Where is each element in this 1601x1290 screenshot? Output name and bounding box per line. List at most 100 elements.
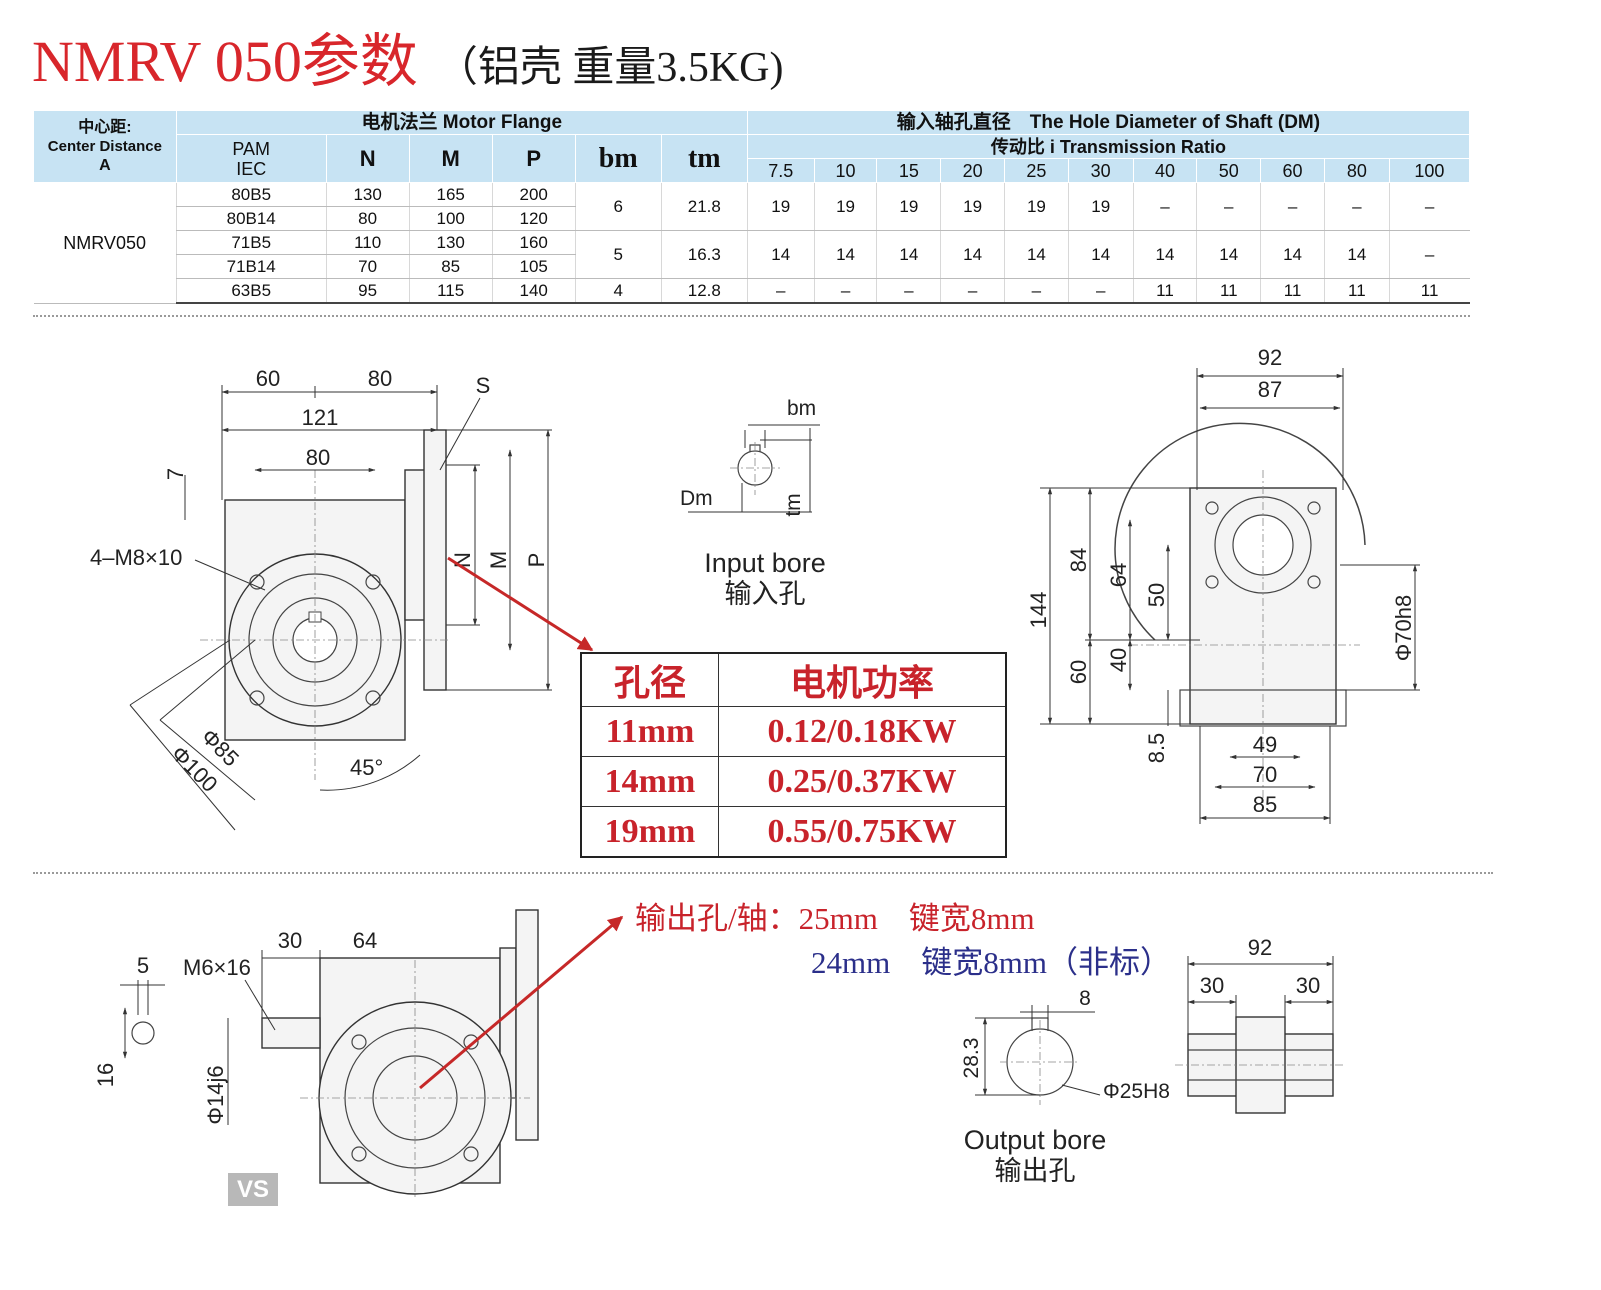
dim-line [129,639,231,706]
dm-cell: 19 [1067,182,1134,231]
input-bore-label: Input bore 输入孔 [680,548,850,610]
ratio-cell: 15 [876,158,942,183]
motor-arc [1114,422,1366,641]
bore-keyway [1031,1017,1049,1031]
col-p-header: P [491,134,576,183]
table-row: 19mm 0.55/0.75KW [580,806,1007,858]
ratio-cell: 20 [940,158,1006,183]
iec-cell: 71B14 [175,254,327,279]
dm-cell: – [876,278,941,304]
power-bore-cell: 14mm [580,756,719,807]
dm-cell: – [1004,278,1069,304]
dim-60: 60 [256,366,280,391]
dm-cell: 14 [1196,230,1261,279]
label-dm: Dm [680,487,713,510]
dm-cell: 19 [813,182,877,231]
table-row: 63B5 95 115 140 4 12.8 – – – – – – 11 11… [34,278,1470,304]
dim-16: 16 [93,1063,118,1087]
shaft-end-circle [131,1021,155,1045]
bolt-hole [1205,501,1219,515]
bolt-hole [1307,501,1321,515]
dim-80-inner: 80 [306,445,330,470]
iec-cell: 63B5 [175,278,327,304]
dim-49: 49 [1253,732,1277,757]
label-m6x16: M6×16 [183,955,251,980]
dm-cell: 14 [1067,230,1134,279]
dim-92: 92 [1248,935,1272,960]
output-bore-en: Output bore [963,1125,1107,1155]
output-sleeve-drawing: 92 30 30 [1175,935,1345,1114]
label-p: P [524,553,549,568]
dim-8-5: 8.5 [1144,733,1169,764]
tm-cell: 12.8 [660,278,748,304]
label-tm: tm [782,493,805,516]
iec-cell: 71B5 [175,230,327,255]
leader-bolts [194,559,266,591]
dm-cell: 14 [876,230,941,279]
iec-cell: 80B14 [175,206,327,231]
p-cell: 200 [491,182,576,207]
model-cell: NMRV050 [33,182,177,304]
label-phi25: Φ25H8 [1103,1080,1170,1103]
dim-line [159,639,256,721]
col-n-header: N [325,134,410,183]
dm-cell: – [1388,230,1470,279]
table-row: 71B5 110 130 160 5 16.3 14 14 14 14 14 1… [34,230,1470,279]
power-bore-cell: 11mm [580,706,719,757]
angle-arc [319,754,421,791]
m-cell: 115 [408,278,493,304]
label-bm: bm [787,397,816,420]
p-cell: 120 [491,206,576,231]
col-m-header: M [408,134,493,183]
shaft-hole-header: 输入轴孔直径 The Hole Diameter of Shaft (DM) [746,110,1471,135]
red-arrow-input [447,556,594,652]
label-m: M [486,551,511,569]
dim-70: 70 [1253,762,1277,787]
dm-cell: 11 [1132,278,1197,304]
title-subtitle: （铝壳 重量3.5KG) [435,45,784,91]
dm-cell: 11 [1260,278,1325,304]
table-row: 80B14 80 100 120 [34,206,1470,231]
table-row: 11mm 0.12/0.18KW [580,706,1007,757]
divider-top [33,315,1470,317]
dm-cell: 14 [1132,230,1197,279]
col-tm-header: tm [660,134,748,183]
bolt-hole [1205,575,1219,589]
bolt-hole [351,1034,367,1050]
dim-40: 40 [1106,648,1131,672]
dm-cell: 14 [940,230,1005,279]
m-cell: 85 [408,254,493,279]
ratio-cell: 80 [1323,158,1390,183]
divider-middle [33,872,1493,874]
n-cell: 95 [325,278,410,304]
bolt-hole [1307,575,1321,589]
dm-cell: – [1323,182,1390,231]
dim-85: 85 [1253,792,1277,817]
motor-flange-header: 电机法兰 Motor Flange [175,110,748,135]
dim-5: 5 [137,953,149,978]
dim-8: 8 [1079,987,1091,1010]
bm-cell: 4 [574,278,662,304]
dim-87: 87 [1258,377,1282,402]
dim-50: 50 [1144,583,1169,607]
dim-64: 64 [1106,563,1131,587]
dm-cell: 19 [876,182,941,231]
m-cell: 165 [408,182,493,207]
dm-cell: – [1132,182,1197,231]
ratio-cell: 40 [1132,158,1198,183]
output-bore-cn: 输出孔 [994,1156,1076,1186]
page-title: NMRV 050参数（铝壳 重量3.5KG) [32,14,784,98]
bm-cell: 6 [574,182,662,231]
center-distance-header: 中心距: Center Distance A [33,110,177,183]
leader-s [439,397,481,471]
ratio-cell: 7.5 [746,158,815,183]
dm-cell: 14 [813,230,877,279]
dim-line [129,704,236,831]
ratio-cell: 100 [1388,158,1471,183]
power-header-power: 电机功率 [718,652,1007,707]
m-cell: 100 [408,206,493,231]
dim-30: 30 [278,928,302,953]
dm-cell: 19 [1004,182,1069,231]
dm-cell: 19 [940,182,1005,231]
